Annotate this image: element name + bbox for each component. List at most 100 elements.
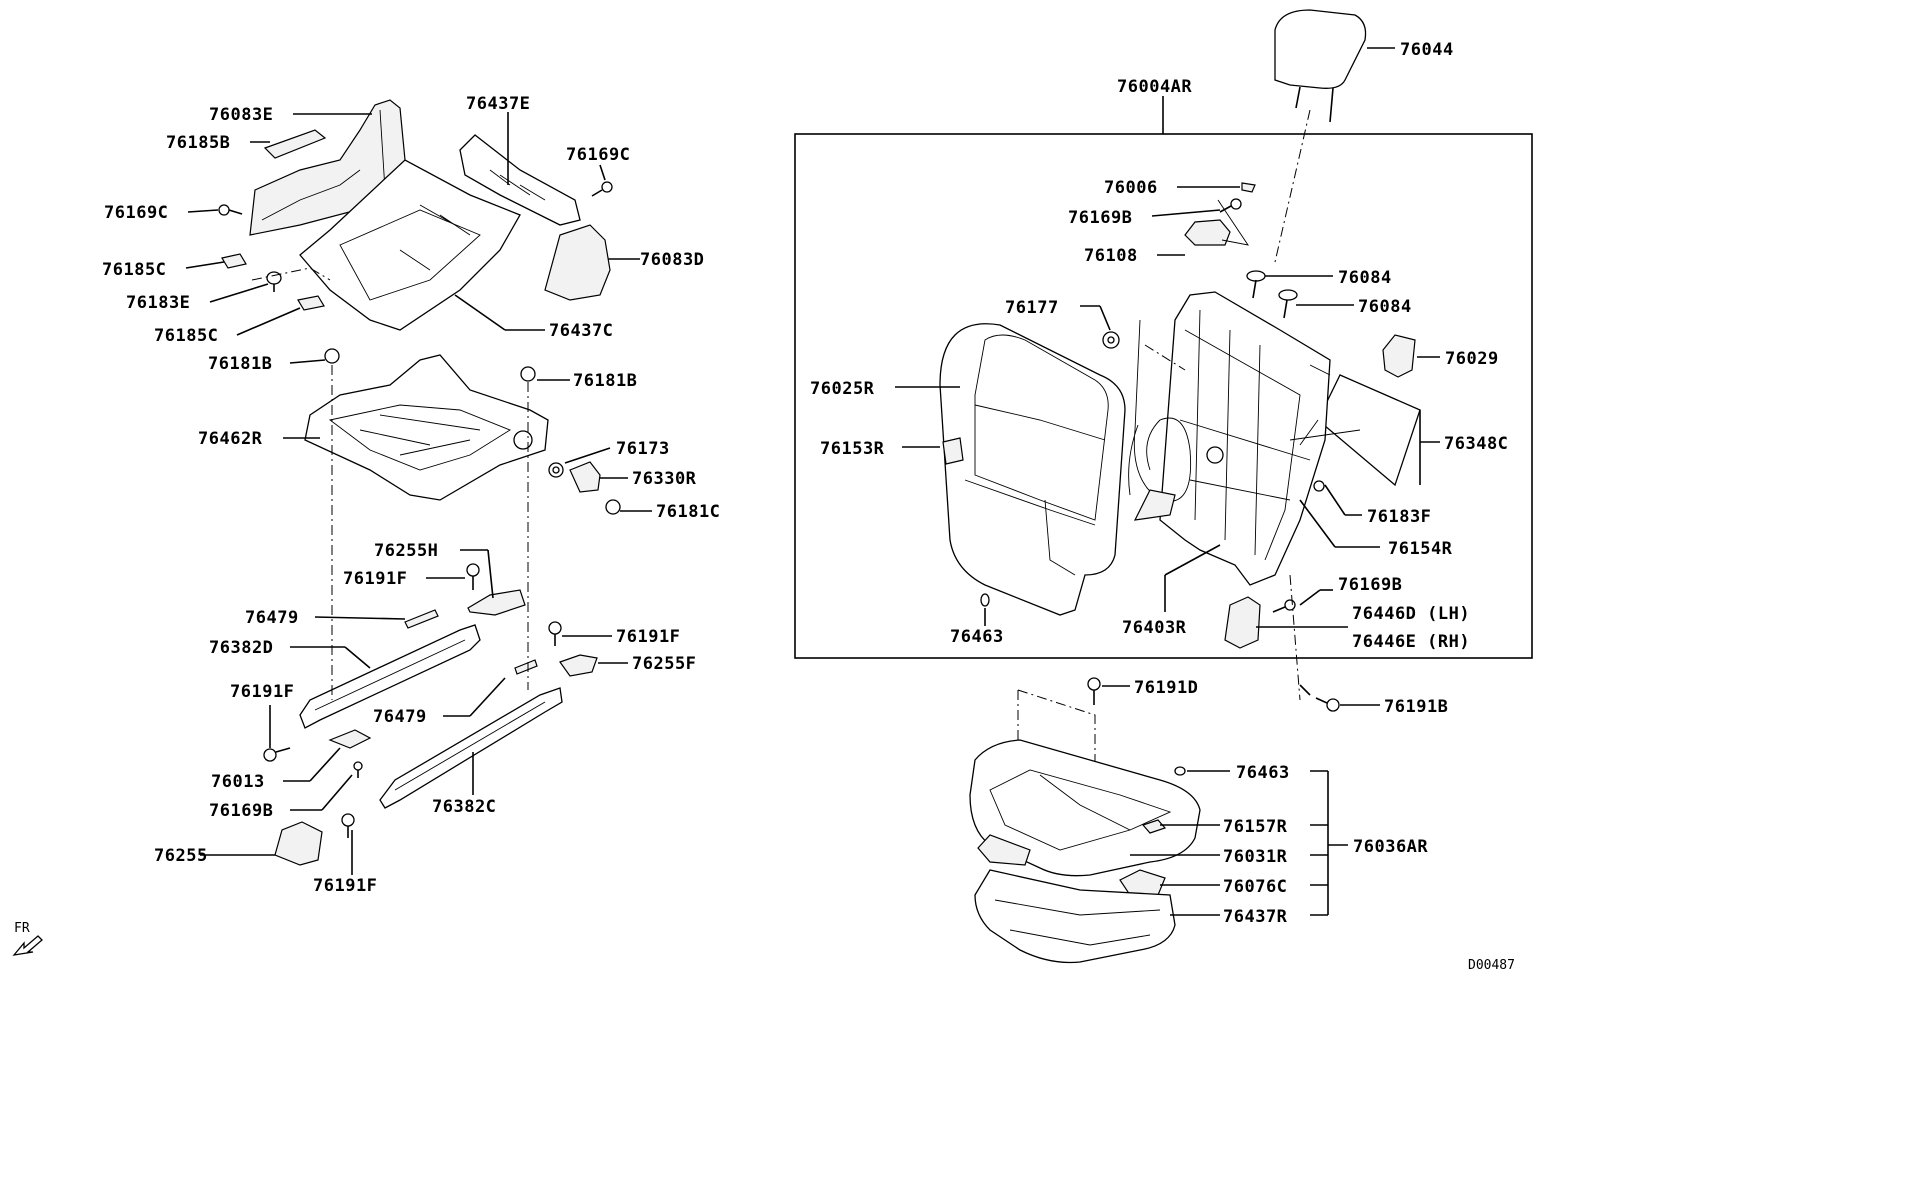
part-76084-guide-a [1246,270,1266,299]
part-76013 [328,729,372,749]
label-76463-b: 76463 [1236,763,1290,783]
part-76006 [1241,182,1256,193]
part-76108 [1184,219,1231,246]
label-76191F-d: 76191F [313,876,377,896]
diagram-code: D00487 [1468,958,1515,973]
part-76403R-cable [1128,319,1192,502]
label-76191B: 76191B [1384,697,1448,717]
part-76382D-rail [299,624,481,729]
label-76173: 76173 [616,439,670,459]
centerline-headrest [1274,109,1311,263]
part-76044-headrest [1274,9,1367,123]
part-76183F [1313,480,1325,492]
label-76031R: 76031R [1223,847,1288,867]
part-76185C-a [221,253,247,269]
label-76169B-a: 76169B [209,801,273,821]
label-76153R: 76153R [820,439,885,459]
part-76191D-bolt [1087,677,1101,705]
part-76169C-screw-right [591,181,613,197]
label-76029: 76029 [1445,349,1499,369]
part-76255F [559,654,598,677]
part-76191F-bolt-a [466,563,480,590]
part-76177 [1102,331,1120,349]
front-direction-label: FR [14,921,30,936]
part-76462R [304,354,549,501]
label-76169C-a: 76169C [104,203,168,223]
label-76255F: 76255F [632,654,696,674]
centerline-plug [251,267,331,281]
part-76169B-screw-b [1219,198,1242,213]
part-76437C [299,159,521,331]
label-76084-a: 76084 [1338,268,1392,288]
callout-labels: 76083E 76185B 76169C 76185C 76183E 76185… [14,40,1515,973]
label-76181B-b: 76181B [573,371,637,391]
part-76191F-bolt-c [263,747,291,762]
part-76153R [942,437,964,465]
label-76462R: 76462R [198,429,263,449]
label-76006: 76006 [1104,178,1158,198]
part-76403R-bracket [1133,489,1176,521]
label-76185B: 76185B [166,133,230,153]
leader-76191B-b [1299,684,1311,696]
part-76169B-screw-a [353,761,363,778]
label-76463-a: 76463 [950,627,1004,647]
label-76177: 76177 [1005,298,1059,318]
part-76191F-bolt-d [341,813,355,838]
part-76479-b [514,659,538,675]
label-76181C: 76181C [656,502,720,522]
part-76157R [1141,819,1167,834]
label-76191F-c: 76191F [230,682,294,702]
part-76181C-nut [605,499,621,515]
label-76191D: 76191D [1134,678,1198,698]
label-76036AR: 76036AR [1353,837,1428,857]
label-76382D: 76382D [209,638,273,658]
label-76154R: 76154R [1388,539,1453,559]
part-76382C-rail [379,687,563,809]
label-76157R: 76157R [1223,817,1288,837]
label-76191F-b: 76191F [616,627,680,647]
part-76181B-nut-a [324,348,340,364]
label-76076C: 76076C [1223,877,1287,897]
part-76191F-bolt-b [548,621,562,646]
label-76437E: 76437E [466,94,530,114]
part-76076C-bracket [977,834,1166,896]
part-76255H [467,589,526,616]
label-76183F: 76183F [1367,507,1431,527]
label-76013: 76013 [211,772,265,792]
part-76255 [274,821,323,866]
part-76083D [544,224,611,301]
part-76181B-nut-b [520,366,536,382]
seatback-assembly-box [794,133,1533,659]
label-76191F-a: 76191F [343,569,407,589]
label-76255: 76255 [154,846,208,866]
part-76029 [1382,334,1416,378]
label-76169C-b: 76169C [566,145,630,165]
part-76185C-b [297,295,325,311]
part-76463-ring-a [980,593,990,607]
part-76173-washer [548,462,564,478]
label-76185C-b: 76185C [154,326,218,346]
label-76169B-c: 76169B [1338,575,1402,595]
front-arrow-icon [12,935,43,956]
part-76446-bracket [1224,596,1261,649]
label-76446D: 76446D (LH) [1352,604,1470,624]
label-76446E: 76446E (RH) [1352,632,1470,652]
part-76348C-sheet [1317,374,1421,487]
part-76463-ring-b [1174,766,1186,776]
leaders-left [185,112,652,875]
label-76044: 76044 [1400,40,1454,60]
label-76255H: 76255H [374,541,438,561]
label-76004AR: 76004AR [1117,77,1192,97]
part-76479-a [404,609,439,629]
label-76348C: 76348C [1444,434,1508,454]
label-76083D: 76083D [640,250,704,270]
label-76382C: 76382C [432,797,496,817]
label-76330R: 76330R [632,469,697,489]
label-76479-b: 76479 [373,707,427,727]
parts-diagram: 76083E 76185B 76169C 76185C 76183E 76185… [12,9,1533,973]
label-76169B-b: 76169B [1068,208,1132,228]
label-76181B-a: 76181B [208,354,272,374]
part-76025R-pad [939,323,1126,616]
label-76403R: 76403R [1122,618,1187,638]
part-76191B-bolt [1315,697,1340,712]
